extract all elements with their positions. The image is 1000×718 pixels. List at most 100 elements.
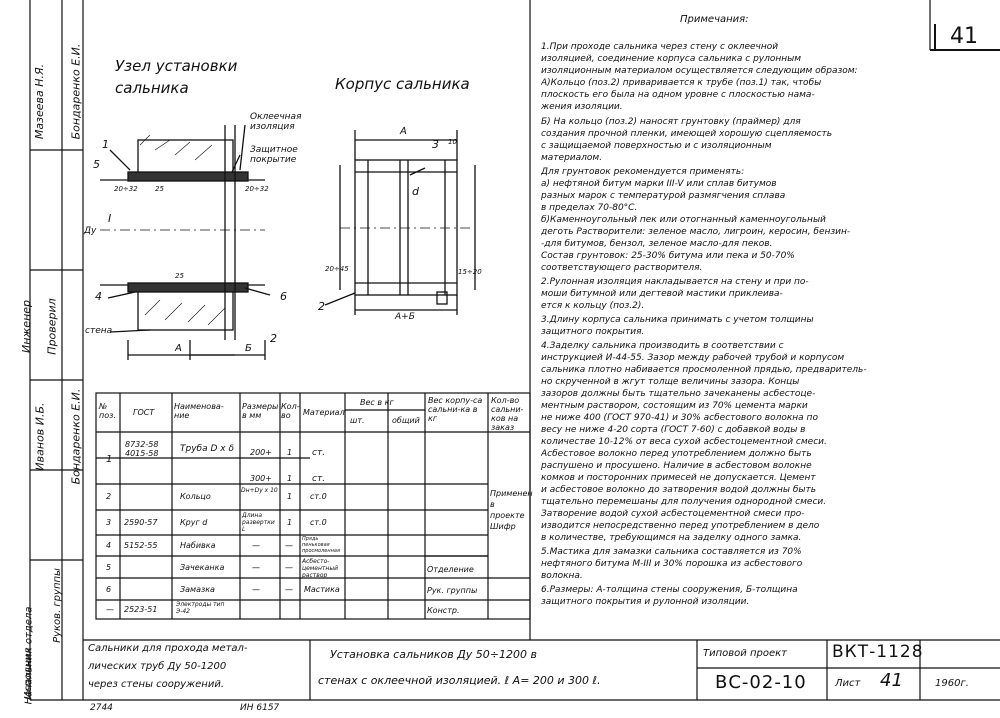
note-line: а) нефтяной битум марки III-V или сплав … [541, 179, 777, 189]
side-stamp-checked: Проверил [45, 298, 59, 355]
sheet-number-bottom: 41 [880, 670, 903, 691]
table-header-gost: ГОСТ [133, 408, 155, 417]
row-2-qty: 1 [287, 492, 293, 501]
row-3-size: Длина развертки L [242, 512, 275, 533]
side-stamp-name-4: Бондаренко Е.И. [69, 43, 83, 140]
row-1-size: 200+ 300+ [250, 448, 272, 483]
note-line: ется к кольцу (поз.2). [541, 301, 645, 311]
note-line: ментным раствором, состоящим из 70% цеме… [541, 401, 808, 411]
project-code: ВС-02-10 [715, 672, 807, 693]
notes-heading: Примечания: [680, 14, 749, 25]
note-line: 6.Размеры: А-толщина стены сооружения, Б… [541, 585, 798, 595]
note-line: плоскость его была на одном уровне с пло… [541, 90, 815, 100]
row-3-qty: 1 [287, 518, 293, 527]
row-5-pos: 5 [106, 563, 112, 572]
row-3-name: Круг d [180, 518, 208, 527]
row-7-pos: — [106, 605, 114, 614]
side-stamp-name-2: Бондаренко Е.И. [69, 388, 83, 485]
dim-20-32-a: 20÷32 [114, 185, 138, 193]
archive-number: 2744 [90, 703, 113, 713]
side-stamp-name-1: Иванов И.Б. [33, 402, 47, 471]
table-header-qty: Кол-во [281, 402, 300, 420]
note-line: Затворение водой сухой асбестоцементной … [541, 509, 805, 519]
side-stamp-group-head: Руков. группы [51, 568, 63, 643]
row-6-size: — [252, 585, 260, 594]
table-header-name: Наименова-ние [174, 402, 224, 420]
label-wall: стена [85, 326, 113, 336]
dim-25: 25 [155, 185, 164, 193]
table-header-weight: Вес в кг [360, 398, 394, 407]
row-6-name: Замазка [180, 585, 215, 594]
side-stamp-name-3: Мазеева Н.Я. [33, 63, 47, 140]
note-line: тщательно перемешаны для получения однор… [541, 497, 827, 507]
row-4-material: Прядь пеньковая просмоленная [302, 536, 340, 554]
row-1-name: Труба D x δ [180, 444, 234, 454]
note-line: Состав грунтовок: 25-30% битума или пека… [541, 251, 795, 261]
table-header-weight-total: общий [392, 416, 420, 425]
note-line: 1.При проходе сальника через стену с окл… [541, 42, 779, 52]
main-title-line-2: стенах с оклеечной изоляцией. ℓ A= 200 и… [318, 674, 601, 687]
label-protective-coat: Защитное покрытие [250, 145, 298, 165]
side-stamp-engineer: Инженер [20, 299, 34, 354]
label-section: I [108, 212, 112, 225]
note-line: соответствующего растворителя. [541, 263, 703, 273]
dim-a-right: А [400, 126, 407, 137]
label-oil-insulation: Оклеечная изоляция [250, 112, 302, 132]
row-5-material: Асбесто-цементный раствор [302, 558, 338, 579]
dim-20-45: 20÷45 [325, 265, 349, 273]
table-group-head: Рук. группы [427, 586, 478, 595]
row-2-name: Кольцо [180, 492, 211, 501]
row-1-qty: 1 1 [287, 448, 293, 483]
left-drawing-title: Узел установки сальника [115, 57, 238, 97]
note-line: с защищаемой поверхностью и с изоляционн… [541, 141, 772, 151]
note-line: зазоров должны быть тщательно зачеканены… [541, 389, 816, 399]
left-title-line-2: лических труб Ду 50-1200 [88, 661, 227, 672]
note-line: Б) На кольцо (поз.2) наносят грунтовку (… [541, 117, 801, 127]
inventory-number: ИН 6157 [240, 703, 280, 713]
row-2-size: Dн+Dу x 10 [241, 487, 278, 494]
note-line: 4.Заделку сальника производить в соответ… [541, 341, 784, 351]
callout-2-left: 2 [270, 332, 277, 345]
callout-3: 3 [432, 138, 439, 151]
table-header-material: Материал [303, 408, 345, 417]
row-3-gost: 2590-57 [124, 518, 158, 527]
note-line: защитного покрытия и рулонной изоляции. [541, 597, 750, 607]
note-line: волокна. [541, 571, 583, 581]
note-line: комков и посторонних примесей не допуска… [541, 473, 816, 483]
note-line: моши битумной или дегтевой мастики прикл… [541, 289, 783, 299]
sheet-label: Лист [835, 678, 861, 689]
note-line: разных марок с температурой размягчения … [541, 191, 786, 201]
dim-15-20: 15÷20 [458, 268, 482, 276]
table-designer: Констр. [427, 606, 460, 615]
row-5-size: — [252, 563, 260, 572]
dim-10: 10 [448, 138, 457, 146]
row-4-size: — [252, 541, 260, 550]
note-line: б)Каменноугольный пек или отогнанный кам… [541, 215, 826, 225]
right-drawing-title: Корпус сальника [335, 75, 470, 93]
row-1-gost: 8732-58 4015-58 [125, 440, 159, 458]
row-3-pos: 3 [106, 518, 112, 527]
left-title-line-3: через стены сооружений. [88, 679, 225, 690]
dim-b-left: Б [245, 343, 252, 354]
row-3-material: ст.0 [310, 518, 327, 527]
row-7-gost: 2523-51 [124, 605, 158, 614]
row-4-gost: 5152-55 [124, 541, 158, 550]
row-5-qty: — [285, 563, 293, 572]
sheet-number-box: 41 [934, 24, 992, 50]
note-line: не ниже 400 (ГОСТ 970-41) и 30% асбестов… [541, 413, 818, 423]
dim-a-plus-b: А+Б [395, 312, 415, 322]
table-applied-note: Применен в проекте Шифр [490, 489, 533, 531]
note-line: деготь Растворители: зеленое масло, лигр… [541, 227, 851, 237]
table-header-weight-piece: шт. [350, 416, 365, 425]
row-5-name: Зачеканка [180, 563, 225, 572]
table-header-pos: № поз. [99, 402, 116, 420]
table-header-size: Размеры в мм [242, 402, 279, 420]
dim-du: Ду [84, 226, 97, 236]
note-line: материалом. [541, 153, 603, 163]
note-line: количестве 10-12% от веса сухой асбестоц… [541, 437, 827, 447]
side-stamp-author: Исполнил [23, 647, 35, 700]
callout-4: 4 [95, 290, 102, 303]
main-title-line-1: Установка сальников Ду 50÷1200 в [330, 648, 537, 661]
row-6-pos: 6 [106, 585, 112, 594]
